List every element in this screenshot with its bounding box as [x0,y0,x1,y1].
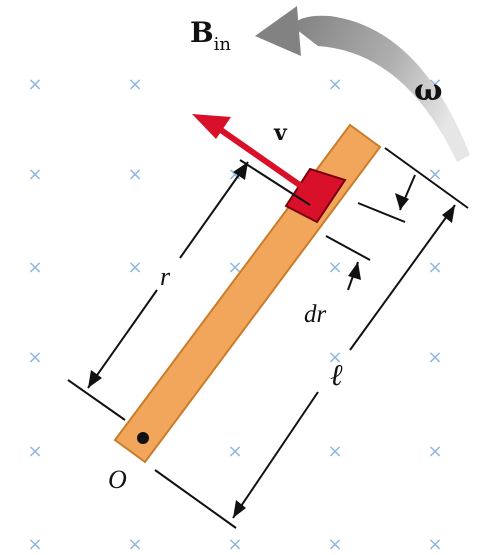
field-marker: × [427,257,442,278]
rod-length-label: ℓ [330,359,343,392]
field-marker: × [427,347,442,368]
field-marker: × [427,534,442,555]
field-marker: × [27,257,42,278]
l-extension-top [384,147,469,209]
r-arrowhead-bottom [88,370,102,388]
field-marker: × [327,347,342,368]
dr-extension-lower [325,235,371,261]
field-marker: × [327,257,342,278]
dr-arrowhead-upper [395,193,409,210]
field-marker: × [27,74,42,95]
pivot-label: O [108,465,127,494]
dimension-lines [67,147,469,529]
field-symbol: B [190,16,214,49]
field-marker: × [327,74,342,95]
r-dimension-upper [179,161,249,259]
field-marker: × [227,534,242,555]
l-extension-bottom [154,469,237,529]
field-marker: × [427,164,442,185]
field-label: Bin [190,16,231,55]
dimension-arrowheads [88,162,455,518]
field-marker: × [27,534,42,555]
field-marker: × [327,441,342,462]
r-dimension-lower [87,289,158,389]
field-marker: × [27,347,42,368]
r-extension-bottom [67,379,126,421]
velocity-label: v [273,120,288,146]
element-width-label: dr [304,301,327,328]
r-arrowhead-top [233,162,248,180]
l-arrowhead-bottom [233,500,246,518]
l-arrowhead-top [442,205,455,223]
field-marker: × [127,74,142,95]
rotation-arrow-body [292,15,470,163]
field-marker: × [127,164,142,185]
field-marker: × [127,257,142,278]
pivot-dot-icon [137,432,149,444]
l-dimension-lower [232,391,319,519]
field-subscript: in [214,34,232,55]
field-marker: × [327,534,342,555]
dr-arrowhead-lower [348,262,361,280]
rotation-arrow-icon [255,6,470,163]
velocity-arrow-icon [192,114,306,191]
l-dimension-upper [349,204,456,351]
field-marker: × [427,441,442,462]
velocity-arrow-head [192,114,231,139]
velocity-arrow-shaft [216,125,306,191]
r-extension-top [239,159,311,206]
field-marker: × [27,441,42,462]
field-marker: × [227,441,242,462]
rotation-arrow-head [255,6,301,56]
field-marker: × [27,164,42,185]
dr-extension-upper [357,202,406,223]
radius-label: r [160,262,171,291]
field-marker: × [127,534,142,555]
angular-velocity-label: ω [414,73,443,108]
